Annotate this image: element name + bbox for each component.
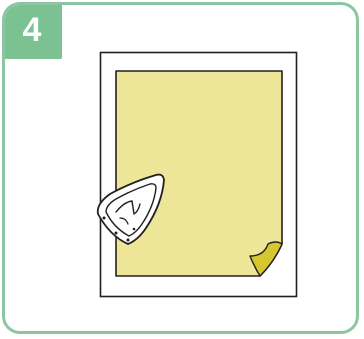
fabric-sheet [116,71,282,276]
